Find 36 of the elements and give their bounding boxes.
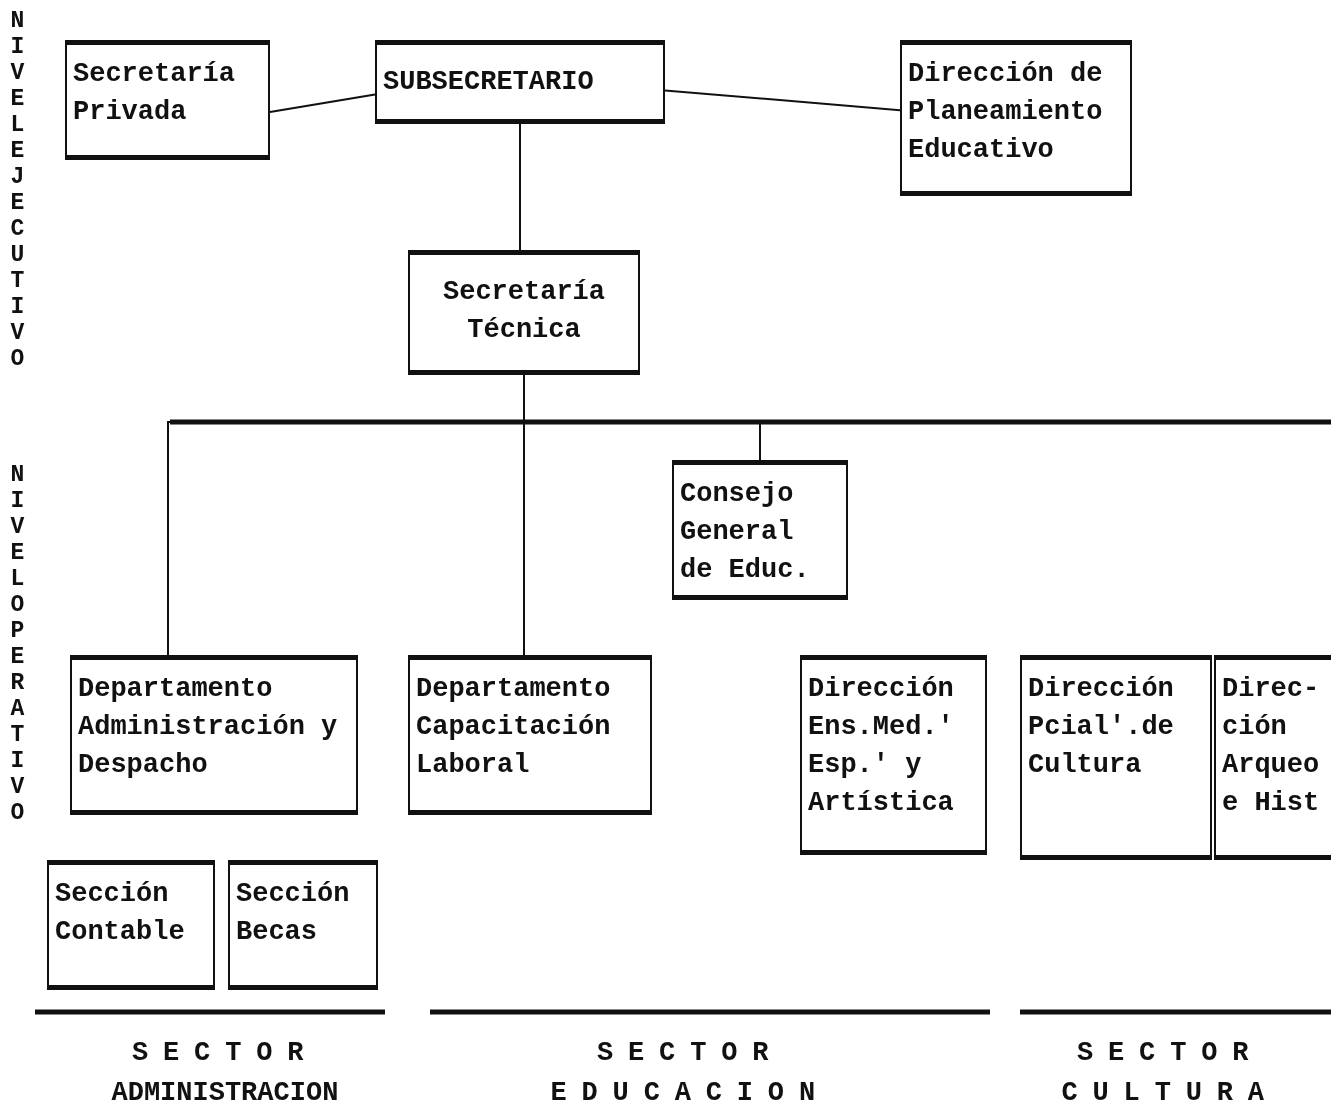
org-box: [672, 460, 848, 600]
unit-name: Departamento Administración y Despacho: [78, 673, 339, 782]
connector-line: [664, 89, 901, 112]
org-box: [408, 655, 652, 815]
org-box: [65, 40, 270, 160]
org-box: [1020, 655, 1212, 860]
org-box: [375, 40, 665, 124]
level-label: NIVEL OPERATIVO: [9, 462, 26, 826]
unit-name: Dirección Ens.Med.' Esp.' y Artística: [808, 673, 955, 820]
unit-name: SUBSECRETARIO: [383, 66, 595, 99]
unit-name: Direc- ción Arqueo e Hist: [1222, 673, 1321, 820]
unit-name: Dirección Pcial'.de Cultura: [1028, 673, 1175, 782]
unit-name: Secretaría Técnica: [442, 276, 606, 347]
unit-name: Dirección de Planeamiento Educativo: [908, 58, 1104, 167]
org-box: [1214, 655, 1331, 860]
sector-label: SECTOR: [132, 1038, 319, 1068]
org-box: [408, 250, 640, 375]
org-box: [800, 655, 987, 855]
sector-label: CULTURA: [1061, 1078, 1279, 1102]
connector-line: [523, 374, 525, 656]
org-box: [47, 860, 215, 990]
unit-name: Departamento Capacitación Laboral: [416, 673, 612, 782]
org-box: [70, 655, 358, 815]
level-label: NIVEL EJECUTIVO: [9, 8, 26, 372]
org-box: [228, 860, 378, 990]
sector-label: EDUCACION: [550, 1078, 830, 1102]
sector-label: SECTOR: [1077, 1038, 1264, 1068]
org-box: [900, 40, 1132, 196]
unit-name: Sección Becas: [236, 878, 351, 949]
unit-name: Consejo General de Educ.: [680, 478, 811, 587]
unit-name: Sección Contable: [55, 878, 186, 949]
unit-name: Secretaría Privada: [73, 58, 237, 129]
connector-line: [519, 123, 521, 251]
sector-label: SECTOR: [597, 1038, 784, 1068]
connector-line: [269, 93, 376, 113]
sector-label: ADMINISTRACION: [111, 1078, 339, 1102]
